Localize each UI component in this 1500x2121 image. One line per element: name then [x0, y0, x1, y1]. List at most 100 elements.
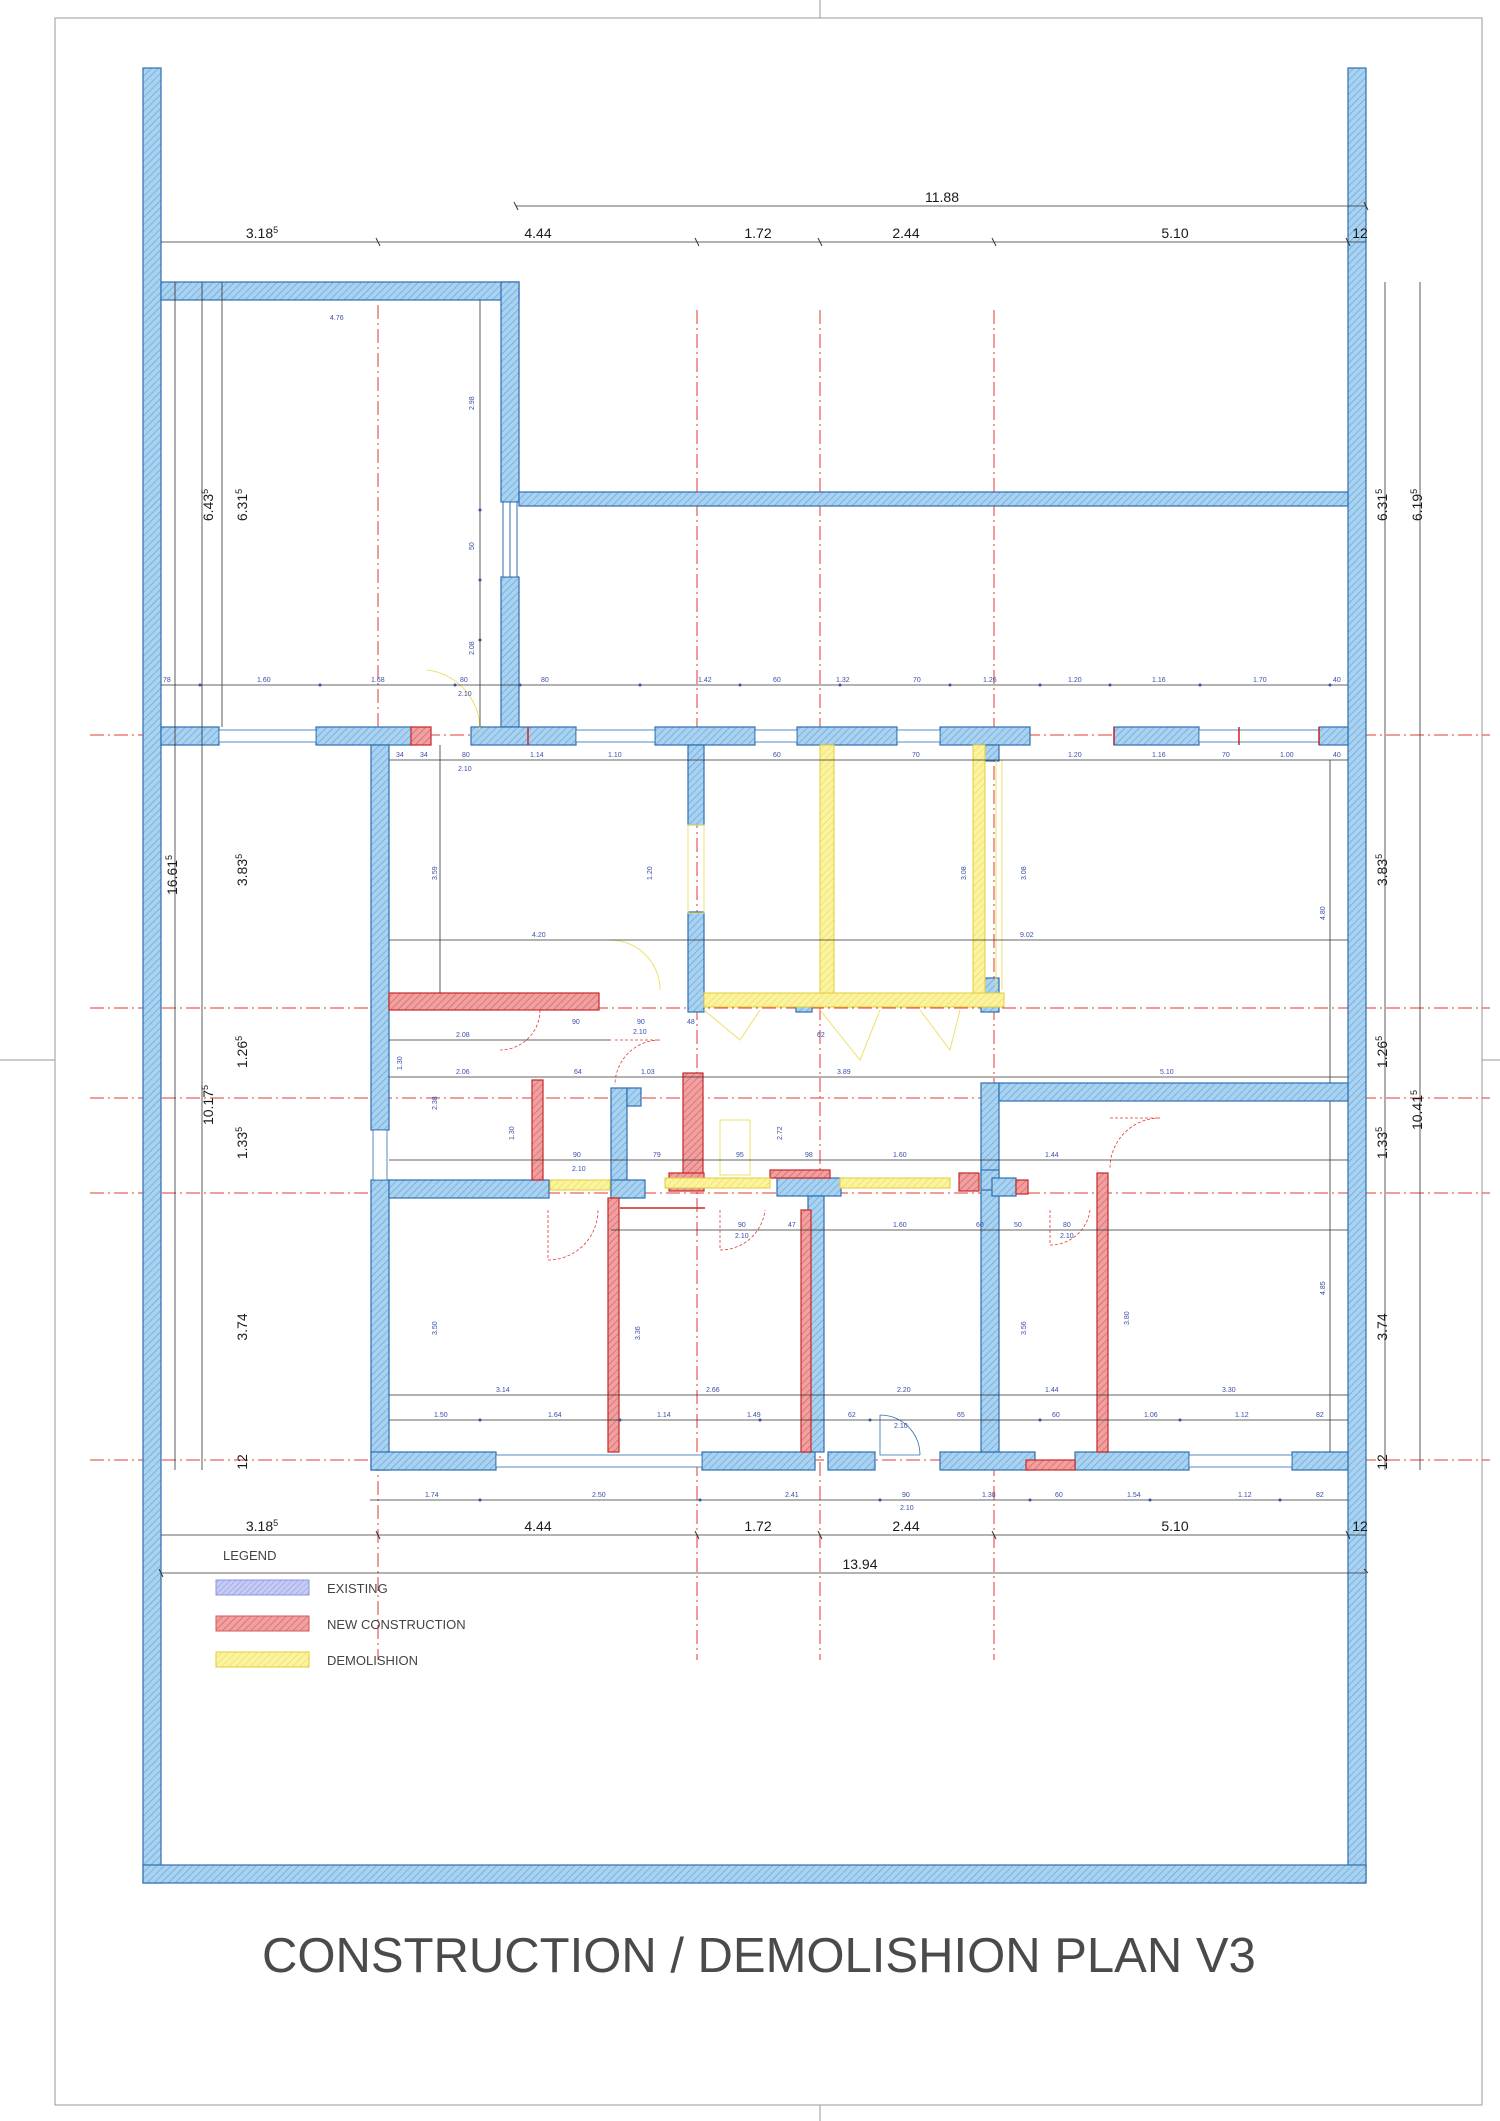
dim-top-c: 1.72 [744, 225, 771, 241]
interior-labels: 4.76 78 1.60 1.68 80 80 1.42 60 1.32 70 … [163, 315, 1341, 1512]
corridor-chain-3: 90 [637, 1019, 645, 1026]
room-chain-3: 80 [462, 752, 470, 759]
vert-11: 1.30 [509, 1126, 516, 1140]
rooms-chain-1: 90 [738, 1222, 746, 1229]
dim-bottom-b: 4.44 [524, 1518, 551, 1534]
outside-chain-5: 1.38 [982, 1492, 996, 1499]
corridor-chain-1: 2.08 [456, 1032, 470, 1039]
outside-chain-1: 1.74 [425, 1492, 439, 1499]
lower-chain-5: 1.60 [893, 1152, 907, 1159]
lower-chain-1: 90 [573, 1152, 581, 1159]
room-chain-9: 1.16 [1152, 752, 1166, 759]
vert-16: 3.80 [1124, 1311, 1131, 1325]
top-chain-7: 60 [773, 677, 781, 684]
outside-chain-7: 1.54 [1127, 1492, 1141, 1499]
dim-top-d: 2.44 [892, 225, 919, 241]
top-chain-11: 1.20 [1068, 677, 1082, 684]
base-chain-3: 2.20 [897, 1387, 911, 1394]
vert-12: 2.72 [777, 1126, 784, 1140]
mid-chain-1: 4.20 [532, 932, 546, 939]
base2-chain-4: 1.49 [747, 1412, 761, 1419]
vert-10: 2.38 [432, 1096, 439, 1110]
dim-left-r3: 1.335 [234, 1127, 250, 1159]
top-chain-9: 70 [913, 677, 921, 684]
vert-7: 3.08 [1021, 866, 1028, 880]
vert-17: 4.85 [1320, 1281, 1327, 1295]
house-exterior-walls [160, 726, 1349, 1471]
top-chain-12: 1.16 [1152, 677, 1166, 684]
top-chain-5: 80 [541, 677, 549, 684]
rooms-chain-6: 80 [1063, 1222, 1071, 1229]
corridor2-chain-4: 3.89 [837, 1069, 851, 1076]
base2-chain-10: 82 [1316, 1412, 1324, 1419]
door-size-4: 2.10 [572, 1166, 586, 1173]
dim-right-r1: 3.835 [1374, 854, 1390, 886]
corridor-chain-2: 90 [572, 1019, 580, 1026]
corridor-chain-4: 48 [687, 1019, 695, 1026]
dim-left-r5: 12 [234, 1454, 250, 1470]
dim-top-f: 12 [1352, 225, 1368, 241]
rooms-chain-5: 50 [1014, 1222, 1022, 1229]
base2-chain-6: 65 [957, 1412, 965, 1419]
dim-top-overall: 11.88 [925, 189, 959, 205]
dim-right-total-upper: 6.195 [1409, 489, 1425, 521]
dimension-lines [161, 205, 1421, 1574]
outside-chain-9: 82 [1316, 1492, 1324, 1499]
base2-chain-8: 1.06 [1144, 1412, 1158, 1419]
top-chain-6: 1.42 [698, 677, 712, 684]
dim-bottom-c: 1.72 [744, 1518, 771, 1534]
legend-label-existing: EXISTING [327, 1581, 388, 1596]
room-chain-12: 40 [1333, 752, 1341, 759]
dim-left-r2: 1.265 [234, 1036, 250, 1068]
door-size-6: 2.10 [1060, 1233, 1074, 1240]
room-chain-2: 34 [420, 752, 428, 759]
new-construction-lines [527, 727, 1320, 1209]
base2-chain-5: 62 [848, 1412, 856, 1419]
dim-right-r3: 1.335 [1374, 1127, 1390, 1159]
room-chain-1: 34 [396, 752, 404, 759]
rooms-chain-3: 1.60 [893, 1222, 907, 1229]
base-chain-2: 2.66 [706, 1387, 720, 1394]
lower-chain-2: 79 [653, 1152, 661, 1159]
upper-block-window [502, 501, 518, 578]
door-size-5: 2.10 [735, 1233, 749, 1240]
top-chain-14: 40 [1333, 677, 1341, 684]
base2-chain-9: 1.12 [1235, 1412, 1249, 1419]
base-chain-1: 3.14 [496, 1387, 510, 1394]
vert-3: 2.08 [469, 641, 476, 655]
demolition-outlines [426, 669, 1003, 1176]
vert-13: 3.50 [432, 1321, 439, 1335]
dim-bottom-f: 12 [1352, 1518, 1368, 1534]
dimension-ticks [158, 201, 1369, 1578]
dim-right-upper: 6.315 [1374, 489, 1390, 521]
lower-chain-3: 95 [736, 1152, 744, 1159]
vert-14: 3.36 [635, 1326, 642, 1340]
site-boundary-walls [142, 67, 1367, 1884]
exterior-windows [218, 729, 1320, 1468]
interior-existing-walls [388, 744, 1349, 1453]
dim-right-total-lower: 10.415 [1409, 1090, 1425, 1130]
room-chain-8: 1.20 [1068, 752, 1082, 759]
outside-chain-4: 90 [902, 1492, 910, 1499]
demolition-elements [549, 744, 1005, 1191]
dim-left-total-lower: 16.615 [164, 855, 180, 895]
dim-bottom-d: 2.44 [892, 1518, 919, 1534]
room-chain-11: 1.00 [1280, 752, 1294, 759]
corridor2-chain-1: 2.06 [456, 1069, 470, 1076]
top-chain-13: 1.70 [1253, 677, 1267, 684]
base2-chain-3: 1.14 [657, 1412, 671, 1419]
dim-right-r2: 1.265 [1374, 1036, 1390, 1068]
lower-chain-4: 98 [805, 1152, 813, 1159]
legend-swatch-existing [215, 1579, 310, 1596]
right-dimensions: 6.315 6.195 3.835 1.265 1.335 3.74 12 10… [1374, 489, 1425, 1470]
base-chain-4: 1.44 [1045, 1387, 1059, 1394]
door-size-2: 2.10 [458, 766, 472, 773]
dim-bottom-e: 5.10 [1161, 1518, 1188, 1534]
mid-chain-2: 9.02 [1020, 932, 1034, 939]
dim-left-r4: 3.74 [234, 1313, 250, 1340]
dim-left-upper: 6.315 [234, 489, 250, 521]
base2-chain-1: 1.50 [434, 1412, 448, 1419]
corridor2-chain-2: 64 [574, 1069, 582, 1076]
dim-left-sub-total: 10.175 [200, 1085, 216, 1125]
